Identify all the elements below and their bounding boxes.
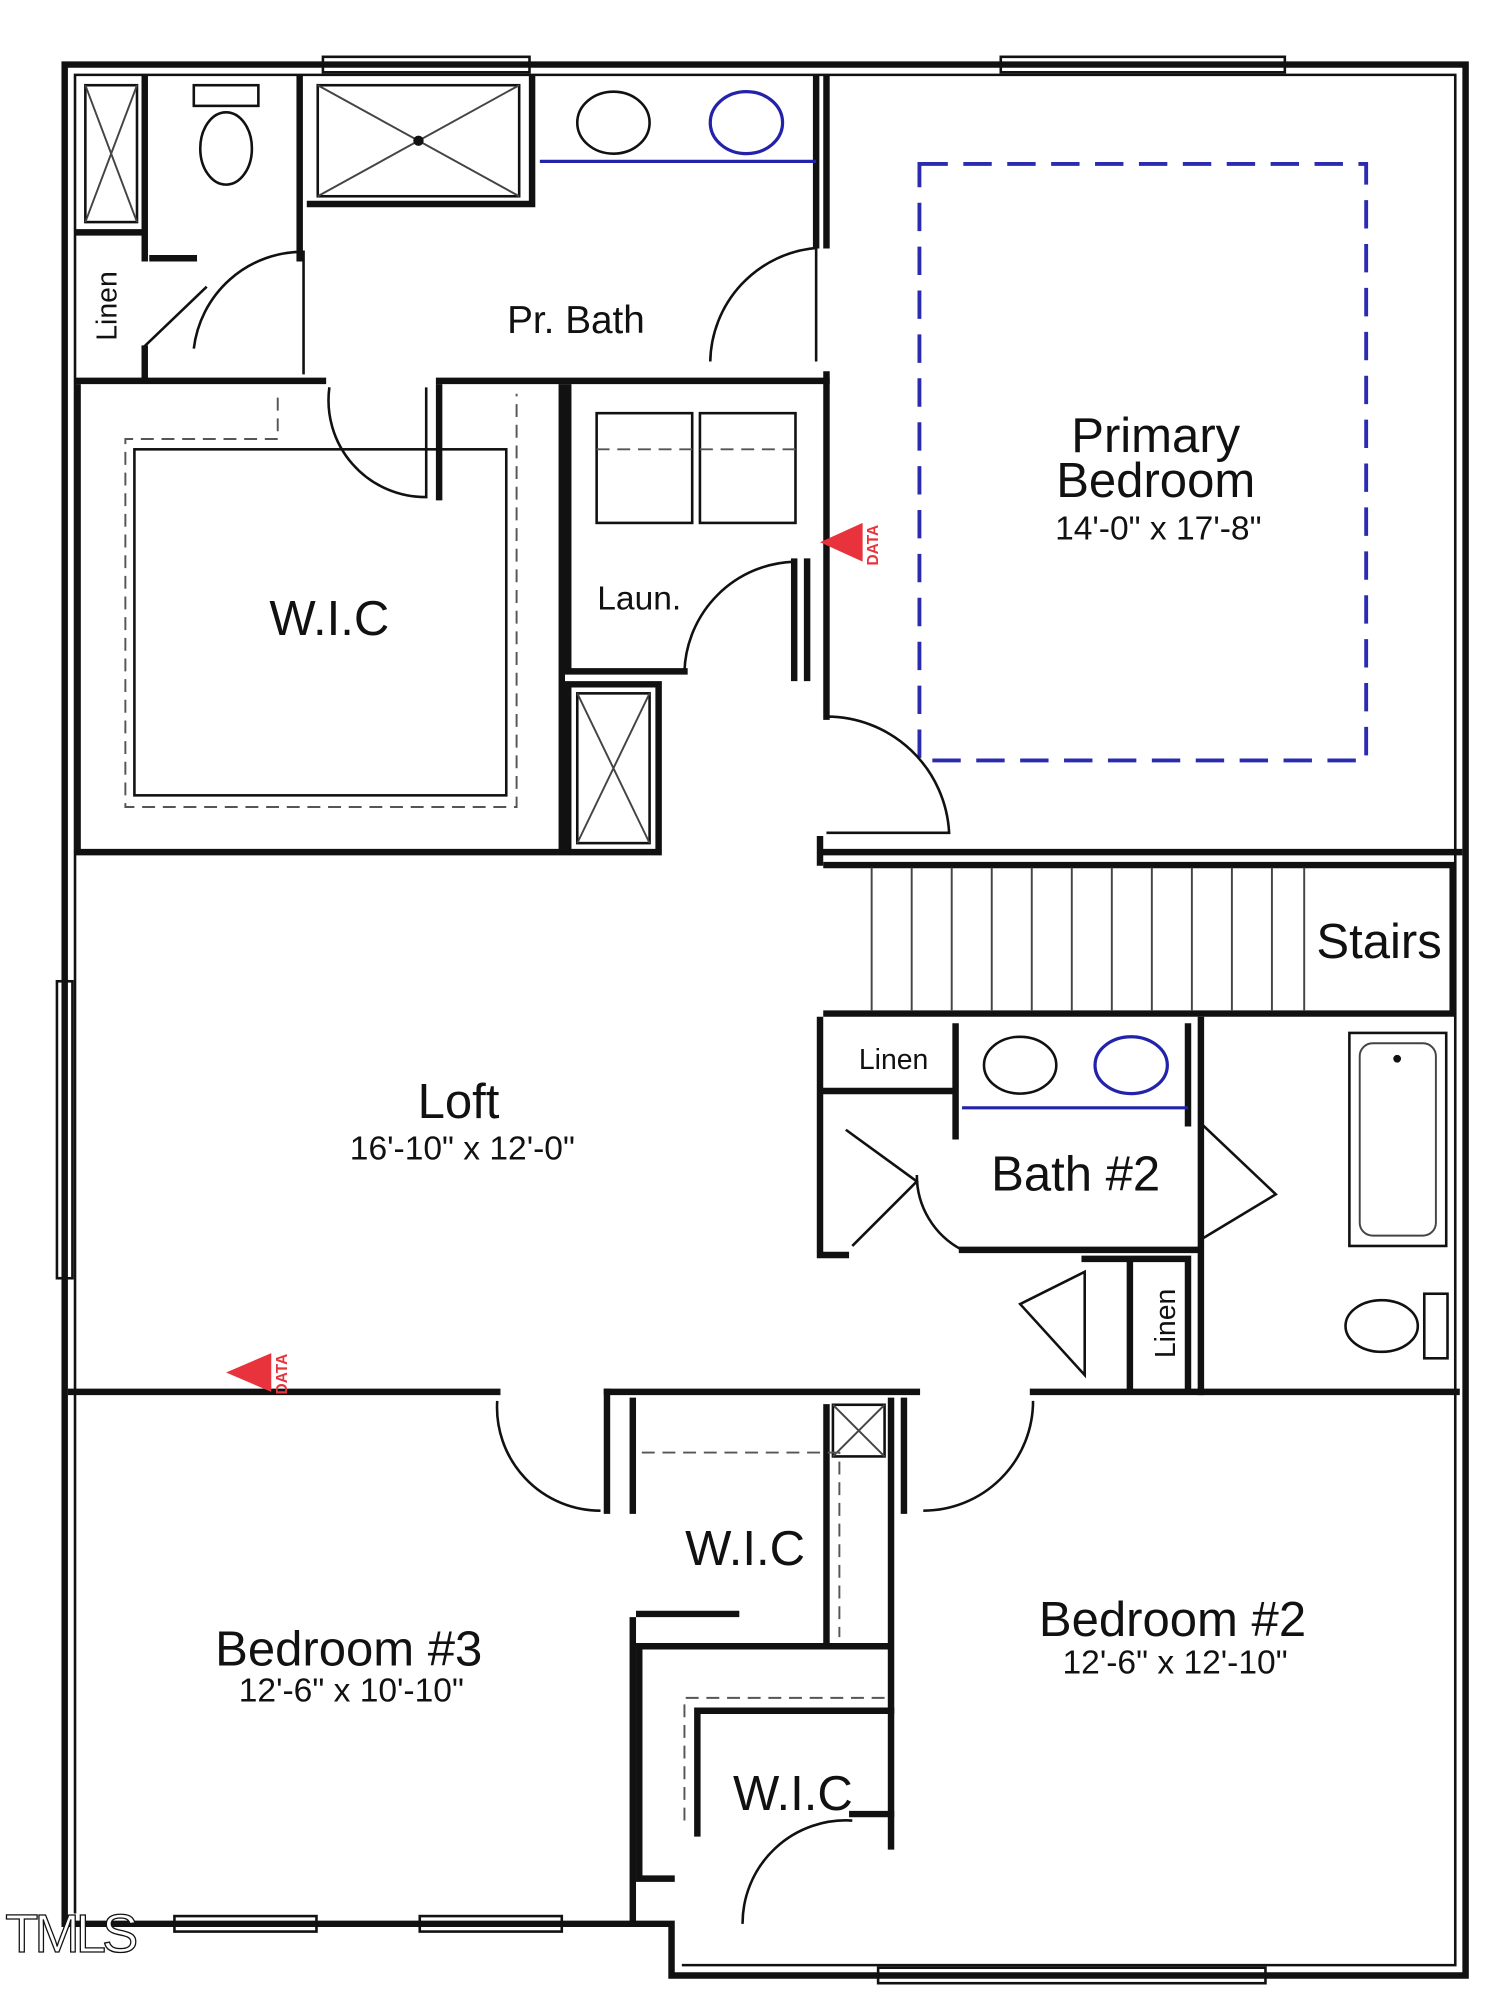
room-label-loft: Loft xyxy=(418,1075,500,1129)
toilet-icon xyxy=(1344,1292,1449,1360)
washer-dryer xyxy=(595,411,797,525)
ceiling-outline xyxy=(917,162,1369,763)
watermark-logo: TMLS xyxy=(5,1904,136,1964)
room-label-wic: W.I.C xyxy=(269,592,389,646)
room-label-linen: Linen xyxy=(1150,1289,1182,1358)
data-marker: DATA xyxy=(226,1353,291,1394)
room-label-stairs: Stairs xyxy=(1316,915,1441,969)
svg-text:DATA: DATA xyxy=(865,525,882,566)
room-label-bedroom-3: Bedroom #3 xyxy=(215,1623,482,1677)
svg-text:DATA: DATA xyxy=(274,1354,291,1395)
room-label-primary-bedroom: Bedroom xyxy=(1056,454,1255,508)
room-label-bedroom-2: Bedroom #2 xyxy=(1039,1593,1306,1647)
room-label-linen: Linen xyxy=(859,1044,928,1076)
bathtub xyxy=(1348,1031,1448,1248)
room-label-bath-2: Bath #2 xyxy=(991,1147,1160,1201)
room-label-linen: Linen xyxy=(91,271,123,340)
sink-icon xyxy=(539,90,1188,1110)
windows xyxy=(55,55,1287,1985)
room-label-primary-bedroom: Primary xyxy=(1071,409,1240,463)
room-label-laundry: Laun. xyxy=(597,580,681,617)
room-label-wic: W.I.C xyxy=(685,1522,805,1576)
room-size-loft: 16'-10" x 12'-0" xyxy=(350,1130,575,1167)
room-size-bedroom-3: 12'-6" x 10'-10" xyxy=(239,1673,464,1710)
data-marker: DATA xyxy=(820,522,882,566)
shower xyxy=(316,83,521,198)
wic-shelving xyxy=(124,393,518,808)
room-size-primary-bedroom: 14'-0" x 17'-8" xyxy=(1055,511,1261,548)
wic-middle-shelving xyxy=(641,1451,841,1638)
door-swings xyxy=(141,246,1278,1924)
interior-walls xyxy=(67,74,1463,1928)
room-size-bedroom-2: 12'-6" x 12'-10" xyxy=(1063,1644,1288,1681)
room-label-wic: W.I.C xyxy=(733,1767,853,1821)
stairs-treads xyxy=(870,867,1306,1011)
room-label-pr-bath: Pr. Bath xyxy=(507,299,645,342)
toilet-icon xyxy=(192,83,260,186)
wic-lower-shelving xyxy=(683,1696,889,1821)
wic-shelf xyxy=(133,448,508,797)
storage-closets xyxy=(84,83,886,1458)
